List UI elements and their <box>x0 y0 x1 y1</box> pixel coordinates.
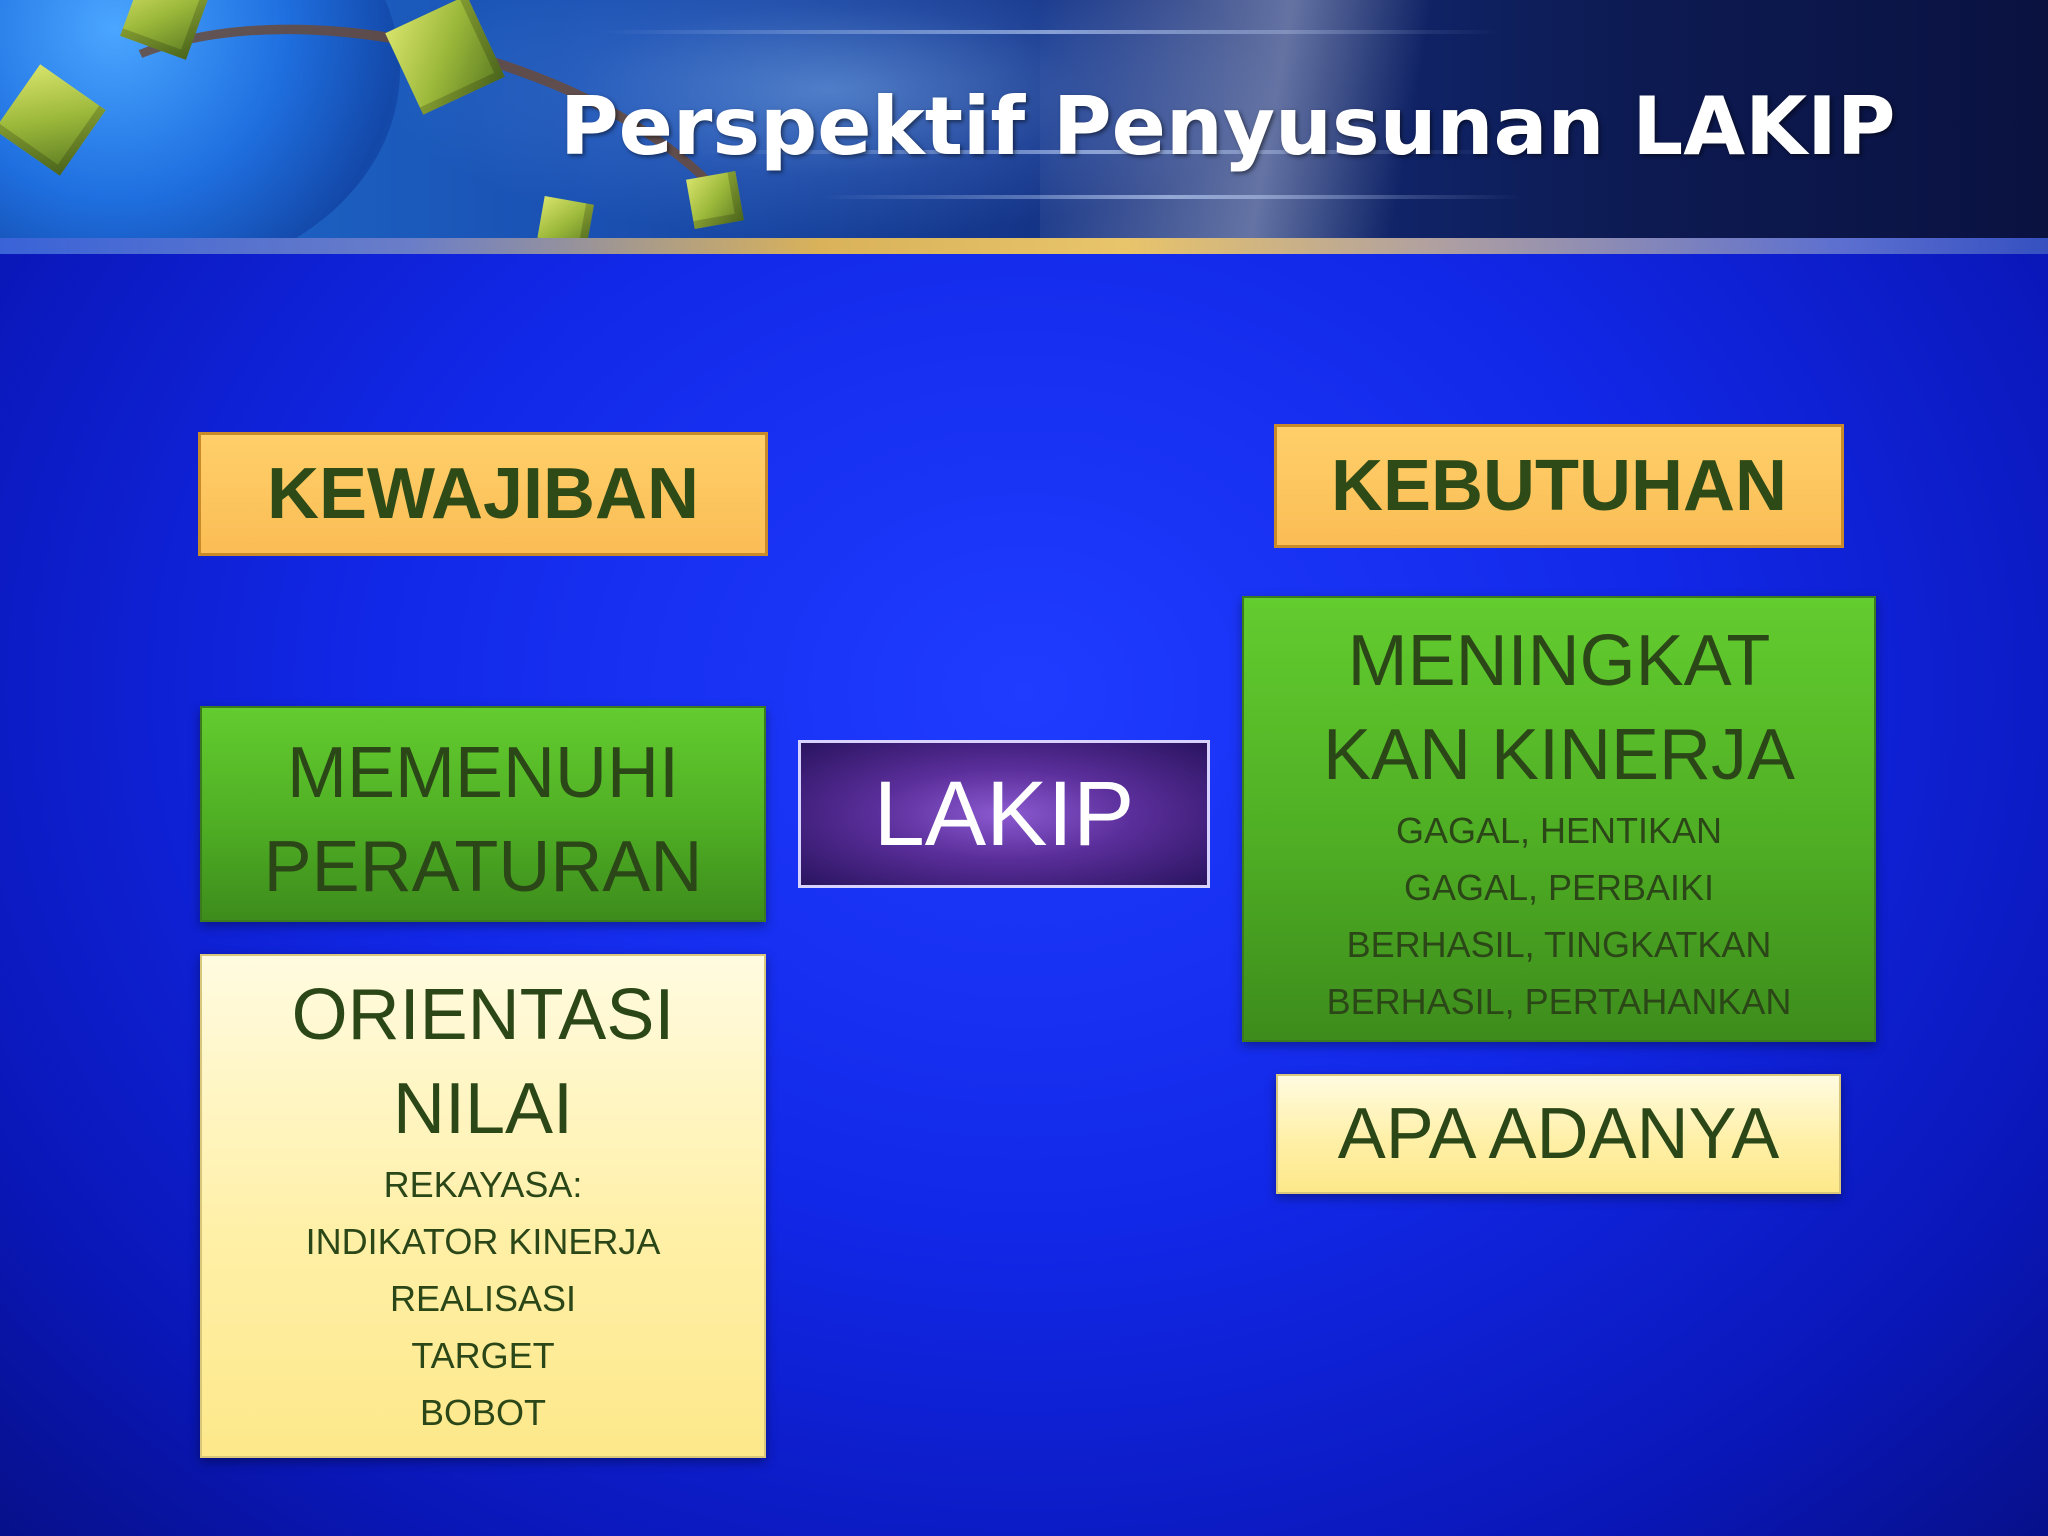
light-streak <box>600 30 1500 34</box>
light-streak <box>820 195 1520 199</box>
cube-graphic <box>536 196 594 238</box>
memenuhi-line-2: PERATURAN <box>263 827 703 907</box>
kinerja-item: GAGAL, PERBAIKI <box>1403 867 1715 908</box>
light-streak <box>700 150 1500 154</box>
apa-adanya-box: APA ADANYA <box>1276 1074 1841 1194</box>
kinerja-item: GAGAL, HENTIKAN <box>1395 810 1723 851</box>
lakip-label: LAKIP <box>873 763 1135 865</box>
meningkatkan-kinerja-box: MENINGKAT KAN KINERJA GAGAL, HENTIKAN GA… <box>1242 596 1876 1042</box>
kewajiban-label: KEWAJIBAN <box>266 454 700 534</box>
orientasi-line-2: NILAI <box>392 1069 574 1149</box>
kebutuhan-header-box: KEBUTUHAN <box>1274 424 1844 548</box>
orientasi-item: INDIKATOR KINERJA <box>305 1221 661 1262</box>
orientasi-item: REALISASI <box>389 1278 577 1319</box>
orientasi-item: BOBOT <box>419 1392 547 1433</box>
orientasi-nilai-box: ORIENTASI NILAI REKAYASA: INDIKATOR KINE… <box>200 954 766 1458</box>
memenuhi-peraturan-box: MEMENUHI PERATURAN <box>200 706 766 922</box>
header-divider-line <box>0 238 2048 254</box>
header-banner <box>0 0 2048 238</box>
kinerja-item: BERHASIL, PERTAHANKAN <box>1326 981 1792 1022</box>
meningkatkan-line-2: KAN KINERJA <box>1322 715 1796 795</box>
memenuhi-line-1: MEMENUHI <box>287 733 679 813</box>
slide-title: Perspektif Penyusunan LAKIP <box>560 80 1896 173</box>
kinerja-item: BERHASIL, TINGKATKAN <box>1346 924 1772 965</box>
orientasi-line-1: ORIENTASI <box>291 975 675 1055</box>
meningkatkan-line-1: MENINGKAT <box>1347 621 1771 701</box>
lakip-center-box: LAKIP <box>798 740 1210 888</box>
kewajiban-header-box: KEWAJIBAN <box>198 432 768 556</box>
apa-adanya-label: APA ADANYA <box>1337 1094 1780 1174</box>
orientasi-item: TARGET <box>411 1335 555 1376</box>
orientasi-item: REKAYASA: <box>383 1164 583 1205</box>
kebutuhan-label: KEBUTUHAN <box>1331 446 1787 526</box>
